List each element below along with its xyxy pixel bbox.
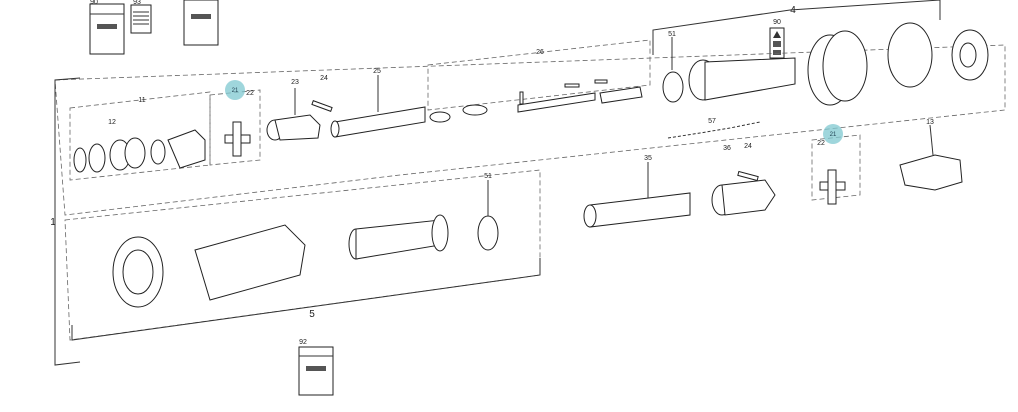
tag-92: 92: [298, 339, 334, 396]
cross-journal-right: [819, 169, 846, 205]
label-93: 93: [133, 0, 141, 6]
label-51-lower: 51: [484, 173, 492, 180]
frame-lower: [64, 169, 541, 341]
guard-cone-lower: [112, 224, 306, 308]
label-22-left: 22: [246, 90, 254, 97]
yoke-13: [899, 154, 963, 191]
guard-cone-upper: [807, 22, 989, 106]
label-23: 23: [291, 79, 299, 86]
group-1-bracket: [54, 77, 81, 366]
label-24-lower: 24: [744, 143, 752, 150]
guard-tube-lower: [348, 214, 449, 260]
label-25: 25: [373, 68, 381, 75]
label-57: 57: [708, 118, 716, 125]
tag-unlabeled: [183, 0, 219, 46]
label-26: 26: [536, 49, 544, 56]
label-13: 13: [926, 119, 934, 126]
guard-ring-51-lower: [477, 215, 499, 251]
group-5-bracket: [71, 258, 541, 341]
hotspot-21-right[interactable]: 21: [823, 124, 843, 144]
label-35: 35: [644, 155, 652, 162]
label-51-upper: 51: [668, 31, 676, 38]
chain-57: [667, 121, 761, 139]
frame-26: [427, 39, 651, 111]
hotspot-21-left[interactable]: 21: [225, 80, 245, 100]
label-11: 11: [138, 97, 145, 104]
yoke-36: [711, 179, 776, 216]
guard-tube-upper: [688, 57, 796, 101]
frame-cross-right: [811, 134, 861, 201]
label-24-upper: 24: [320, 75, 328, 82]
tag-90: 90: [89, 0, 125, 55]
label-22-right: 22: [817, 140, 825, 147]
label-36: 36: [723, 145, 731, 152]
yoke-assembly-left: [73, 129, 206, 173]
hotspot-label[interactable]: 21: [830, 132, 837, 138]
tube-25: [330, 106, 426, 138]
label-12: 12: [108, 119, 116, 126]
label-5: 5: [309, 309, 315, 320]
pin-24: [311, 100, 333, 112]
tube-35: [583, 192, 691, 228]
guard-ring-51-upper: [662, 71, 684, 103]
kit-26-parts: [429, 79, 643, 123]
label-92: 92: [299, 339, 307, 346]
label-1: 1: [50, 217, 56, 228]
label-90: 90: [90, 0, 98, 6]
pin-24-lower: [737, 170, 759, 182]
label-4: 4: [790, 5, 796, 16]
cross-journal-left: [224, 121, 251, 157]
yoke-23: [266, 114, 321, 141]
group-4-bracket: [652, 0, 941, 55]
frame-11: [69, 91, 211, 181]
hotspot-label[interactable]: 21: [232, 88, 239, 94]
warning-tag-90: 90: [769, 19, 785, 59]
tag-93: 93: [130, 0, 152, 34]
label-90-warning: 90: [773, 19, 781, 26]
